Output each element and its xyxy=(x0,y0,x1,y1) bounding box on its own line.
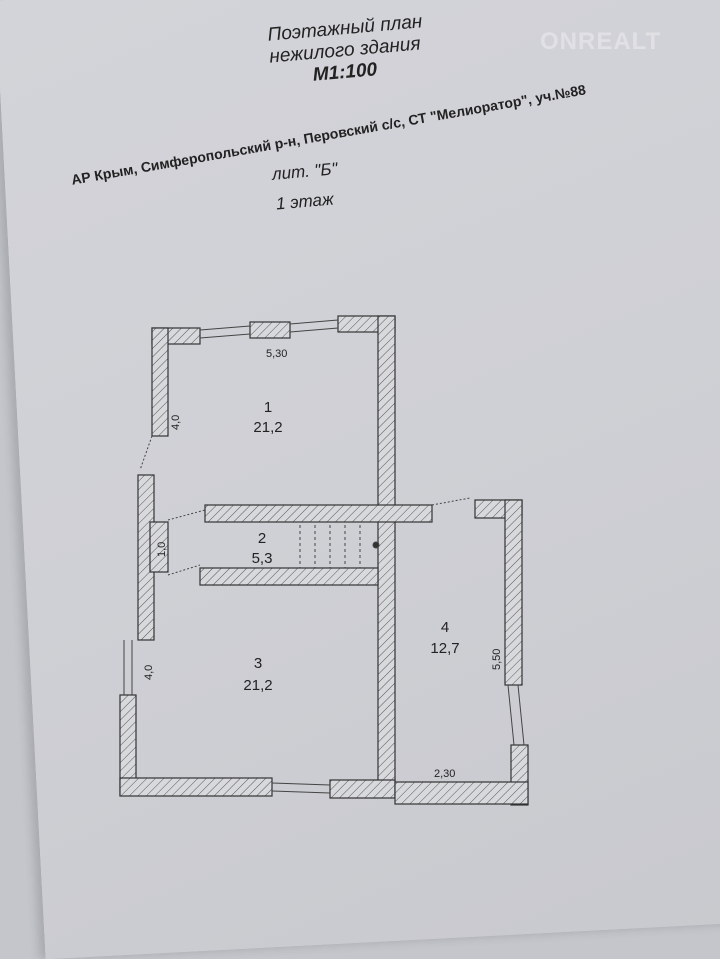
room-4-number: 4 xyxy=(441,619,449,636)
room-2-number: 2 xyxy=(258,530,266,547)
floor-plan: 1 21,2 2 5,3 3 21,2 4 12,7 5,30 4,0 1,0 … xyxy=(119,315,529,806)
dim-room4-bottom: 2,30 xyxy=(434,768,455,780)
watermark: ONREALT xyxy=(540,28,662,55)
room-1-area: 21,2 xyxy=(253,419,282,436)
room-3-number: 3 xyxy=(254,655,262,672)
dim-room4-right: 5,50 xyxy=(491,649,503,670)
room-1-number: 1 xyxy=(264,399,272,416)
windows xyxy=(123,319,525,794)
walls xyxy=(119,315,529,806)
dim-room2-left: 1,0 xyxy=(156,542,168,557)
room-4-area: 12,7 xyxy=(430,640,459,657)
dim-top: 5,30 xyxy=(266,348,287,360)
dim-room1-left: 4,0 xyxy=(170,415,182,430)
dim-room3-left: 4,0 xyxy=(143,665,155,680)
room-2-area: 5,3 xyxy=(252,550,273,567)
room-3-area: 21,2 xyxy=(243,677,272,694)
